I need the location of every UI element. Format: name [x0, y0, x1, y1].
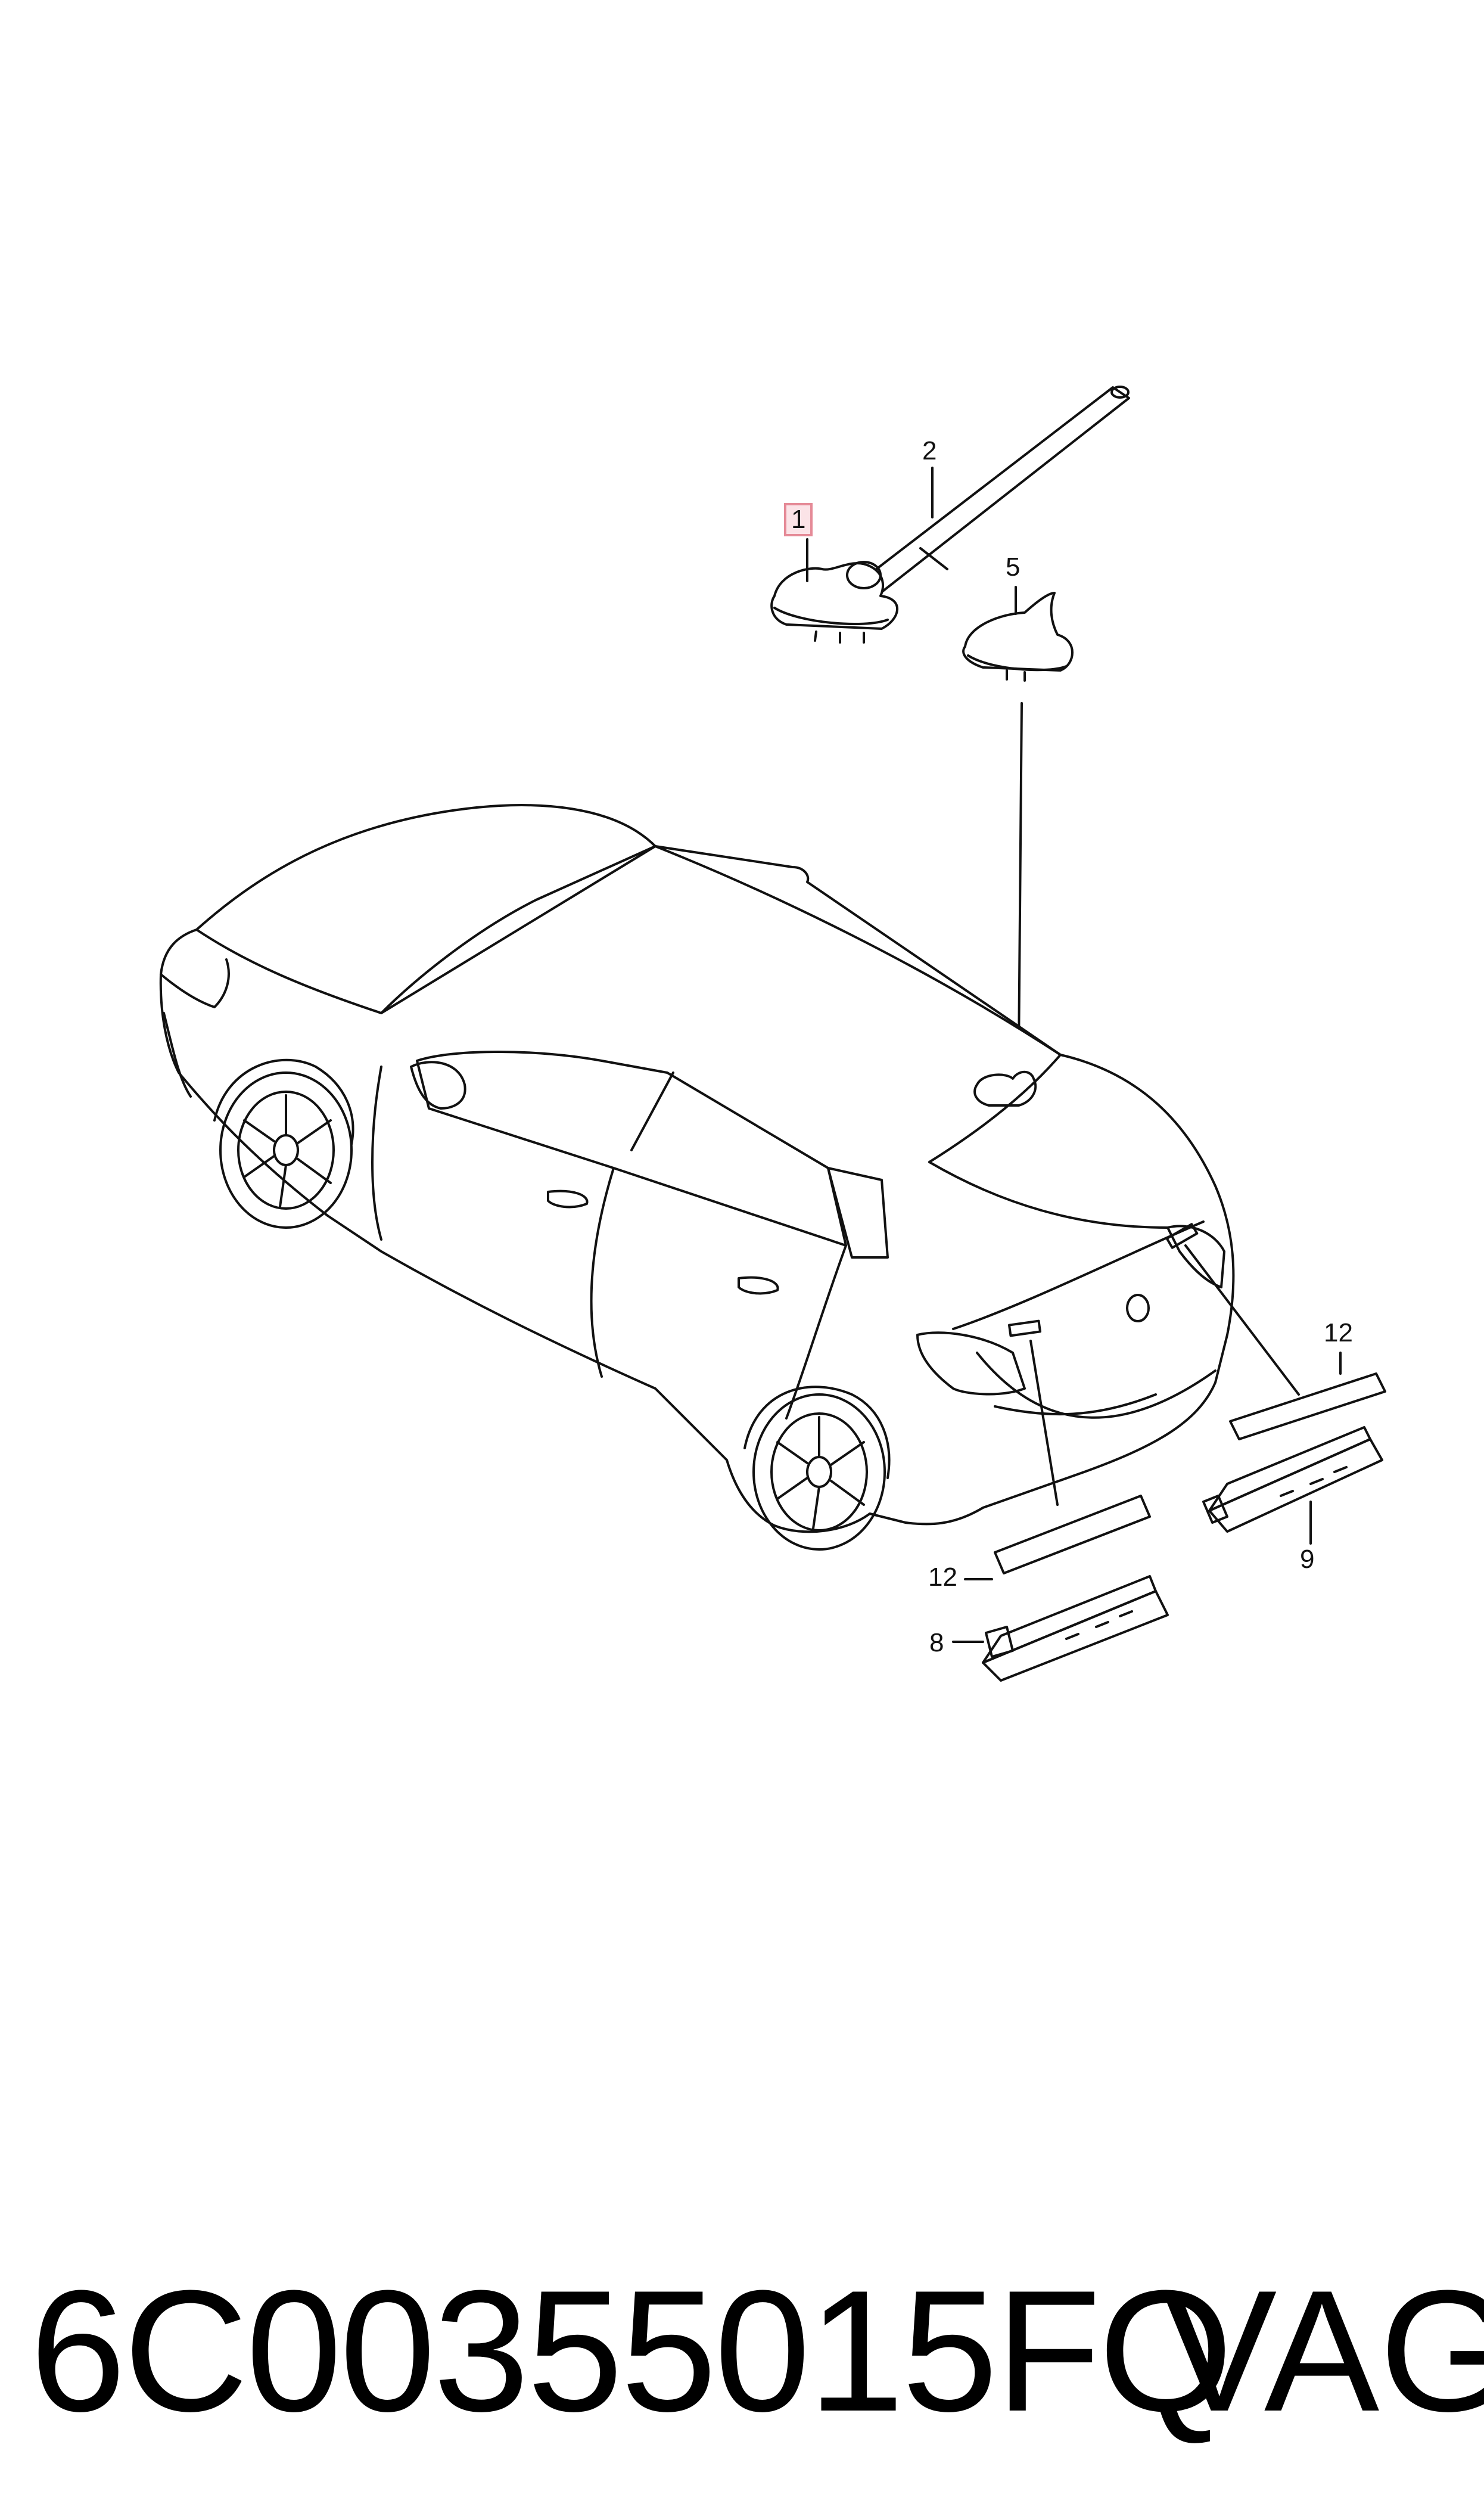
callout-9: 9 — [1300, 1545, 1315, 1574]
foam-pad-left — [994, 1495, 1151, 1574]
callout-1: 1 — [783, 503, 813, 536]
antenna-base — [770, 561, 899, 644]
antenna-amplifier-8 — [982, 1575, 1169, 1682]
roof-mount-seal — [973, 1070, 1037, 1107]
front-wheel — [219, 1071, 353, 1229]
antenna-rod — [860, 386, 1130, 594]
rear-wheel — [752, 1393, 886, 1551]
leader-line-5-mount — [1018, 702, 1023, 1056]
exploded-parts-diagram — [159, 386, 1386, 1682]
callout-12-left: 12 — [928, 1563, 957, 1592]
brand-label: VAG — [1162, 2254, 1484, 2447]
callout-5: 5 — [1006, 552, 1021, 582]
leader-line-12b — [1184, 1244, 1300, 1396]
leader-line-12a — [1029, 1340, 1059, 1506]
callout-12-right: 12 — [1324, 1318, 1353, 1347]
car-body — [159, 804, 1235, 1533]
shark-fin-antenna — [962, 592, 1074, 682]
callout-8: 8 — [929, 1628, 944, 1657]
foam-pad-right — [1229, 1372, 1386, 1440]
rear-mount-left — [1007, 1319, 1042, 1337]
rear-mount-right — [1165, 1223, 1199, 1249]
antenna-amplifier-9 — [1202, 1426, 1383, 1533]
part-number-label: 6C00355015FQ — [30, 2254, 1233, 2447]
callout-2: 2 — [922, 436, 937, 465]
